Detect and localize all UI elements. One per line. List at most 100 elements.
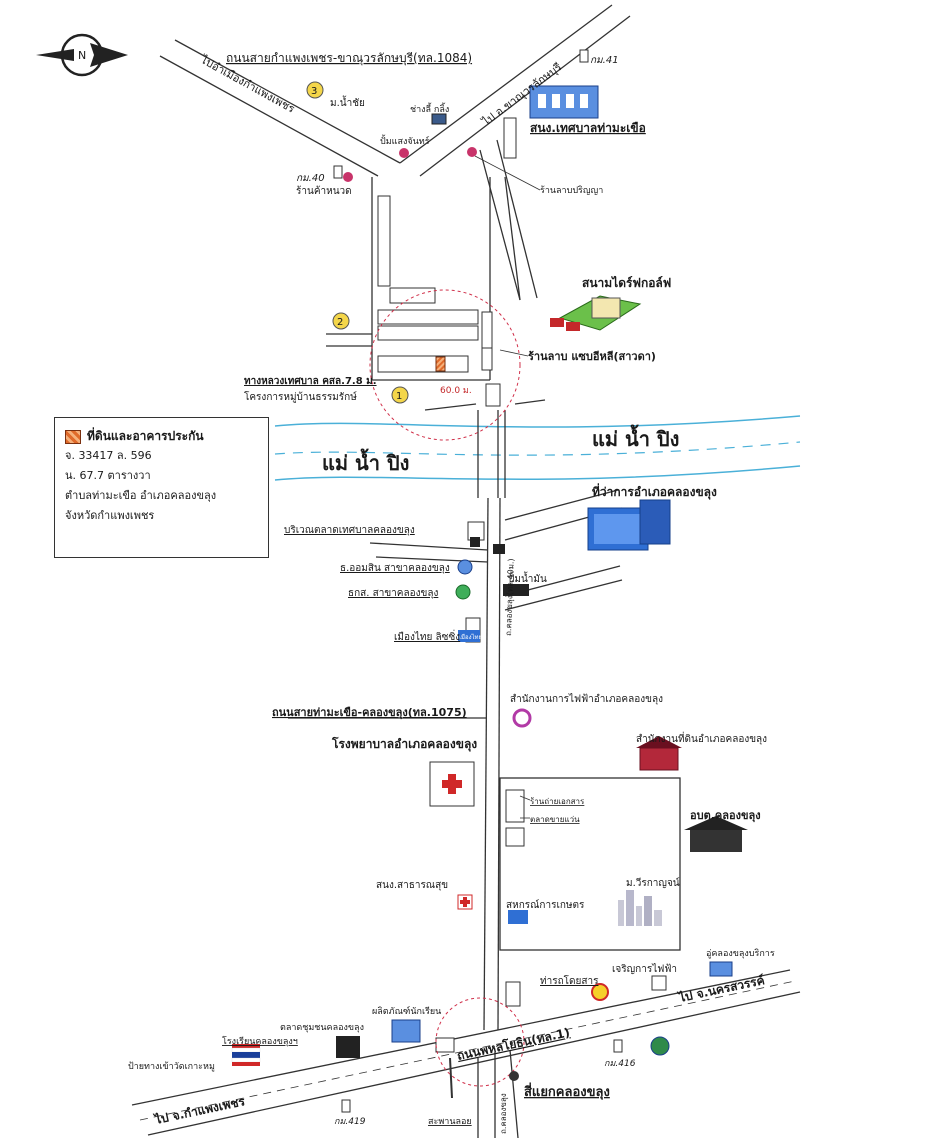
highway-1-lower	[147, 991, 801, 1136]
land-office-icon	[636, 736, 682, 771]
university-skyline-icon	[618, 890, 662, 926]
road-1084-right-lower	[419, 15, 631, 177]
legend-location: ตำบลท่ามะเขือ อำเภอคลองขลุง	[65, 489, 217, 502]
radius-circle-junction	[435, 997, 525, 1087]
road-branch-right	[496, 139, 538, 299]
legend-deed: จ. 33417 ล. 596	[65, 449, 152, 462]
svg-text:2: 2	[337, 317, 343, 328]
label-pea: สำนักงานการไฟฟ้าอำเภอคลองขลุง	[510, 693, 663, 705]
road-1084-left-lower	[159, 55, 379, 177]
label-ran-lap-prinya: ร้านลาบปริญญา	[540, 185, 603, 196]
label-district-office: ที่ว่าการอำเภอคลองขลุง	[592, 483, 717, 500]
label-km416: กม.416	[604, 1059, 636, 1069]
road-network	[131, 4, 801, 1138]
road-market-a	[369, 542, 489, 551]
main-road-south-left	[483, 497, 489, 1031]
hospital-icon	[429, 761, 475, 807]
inner-road	[504, 176, 521, 301]
pin-icon	[509, 1071, 519, 1081]
pin-icon	[343, 172, 353, 182]
road-branch-left	[479, 149, 521, 301]
label-river-left: แม่ น้ำ ปิง	[322, 448, 409, 475]
green-logo-icon	[650, 1036, 670, 1056]
label-temple-sign: ป้ายทางเข้าวัดเกาะหมู	[128, 1061, 215, 1072]
bank-icon	[455, 584, 471, 600]
label-m-nam-chai: ม.น้ำชัย	[330, 95, 365, 109]
shop-block	[505, 827, 525, 847]
electric-shop-icon	[651, 975, 667, 991]
label-sao: อบต.คลองขลุง	[690, 809, 761, 823]
main-road-south-right	[497, 497, 501, 1031]
label-service-center: อู่คลองขลุงบริการ	[706, 948, 775, 959]
label-students-product: ผลิตภัณฑ์นักเรียน	[372, 1005, 441, 1017]
label-school: โรงเรียนคลองขลุงฯ	[222, 1036, 298, 1047]
bank-icon	[457, 559, 473, 575]
legend-box: ที่ดินและอาคารประกัน จ. 33417 ล. 596 น. …	[54, 417, 269, 558]
sao-building-icon	[684, 816, 748, 852]
label-km40: กม.40	[296, 173, 325, 184]
label-phahon-yothin: ถนนพหลโยธิน(ทล.1)	[456, 1024, 572, 1063]
road-market-b	[375, 556, 489, 563]
label-municipal-market: บริเวณตลาดเทศบาลคลองขลุง	[284, 525, 415, 536]
label-health-office: สนง.สาธารณสุข	[376, 880, 448, 891]
label-road-1075: ถนนสายท่ามะเขือ-คลองขลุง(ทล.1075)	[272, 706, 467, 720]
shell-logo-icon	[591, 983, 609, 1001]
leader-lines	[474, 155, 541, 819]
town-blocks	[377, 195, 525, 1053]
label-distance: 60.0 ม.	[440, 386, 472, 396]
golf-course-icon	[550, 295, 642, 331]
block-a	[389, 287, 436, 304]
label-south-stub-road: ถ.คลองขลุง	[499, 1093, 508, 1134]
municipality-building-icon	[529, 85, 599, 119]
label-to-nakhon-sawan: ไป จ.นครสวรรค์	[676, 972, 766, 1005]
road-riverside-north-b	[514, 399, 546, 405]
km-post-icon	[333, 165, 343, 179]
label-junction: สี่แยกคลองขลุง	[524, 1082, 610, 1100]
label-km41: กม.41	[590, 55, 619, 66]
gas-station-sign-icon	[493, 544, 505, 554]
km-post-icon	[613, 1039, 623, 1053]
road-to-district-office-a	[504, 489, 619, 521]
health-office-icon	[457, 894, 473, 910]
student-products-icon	[391, 1019, 421, 1043]
km-post-icon	[341, 1099, 351, 1113]
label-village-project: โครงการหมู่บ้านธรรมรักษ์	[244, 390, 357, 403]
highway-1-upper	[131, 969, 791, 1106]
radius-circle-subject	[369, 289, 521, 441]
svg-text:เมืองไทย: เมืองไทย	[459, 633, 482, 641]
marker-2: 2	[332, 312, 350, 330]
road-1084-right-upper	[399, 4, 613, 164]
label-baac: ธกส. สาขาคลองขลุง	[348, 588, 438, 599]
north-arrow-icon: N	[36, 33, 128, 77]
road-gas-b	[504, 579, 623, 611]
repair-shop-icon	[431, 113, 447, 125]
label-muang-thai: เมืองไทย ลิซซิ่ง	[394, 629, 460, 643]
legend-title-row: ที่ดินและอาคารประกัน	[65, 426, 262, 446]
road-south-stub-east	[509, 1049, 519, 1138]
pea-icon	[512, 708, 532, 728]
market-icon	[470, 537, 480, 547]
label-golf: สนามไดร์ฟกอล์ฟ	[582, 275, 671, 290]
block-c	[377, 325, 479, 341]
north-letter: N	[78, 49, 86, 62]
label-km419: กม.419	[334, 1117, 366, 1127]
label-bank-omsin: ธ.ออมสิน สาขาคลองขลุง	[340, 563, 450, 574]
community-market-icon	[336, 1036, 360, 1058]
road-1084-left-upper	[174, 39, 401, 164]
label-ran-kha-huat: ร้านค้าหนวด	[296, 185, 352, 197]
gas-station-icon	[503, 584, 529, 596]
label-appliance-shop: ตลาดขายแว่น	[530, 815, 580, 824]
legend-province: จังหวัดกำแพงเพชร	[65, 509, 155, 522]
subject-property	[435, 356, 446, 372]
label-khlong-khlung-road: ถ.คลองขลุง(ทล.40ม.)	[504, 558, 516, 636]
coop-icon	[508, 910, 528, 924]
svg-text:1: 1	[396, 391, 402, 402]
block-g	[485, 383, 501, 407]
label-bridge: สะพานลอย	[428, 1117, 472, 1127]
label-community-market: ตลาดชุมชนคลองขลุง	[280, 1023, 364, 1033]
label-municipality-office: สนง.เทศบาลท่ามะเขือ	[530, 121, 646, 135]
label-pun-laeng: ปั้มแสงจันทร์	[380, 134, 430, 147]
label-coop: สหกรณ์การเกษตร	[506, 899, 585, 911]
thai-flag-icon	[231, 1044, 261, 1066]
legend-area: น. 67.7 ตารางวา	[65, 469, 151, 482]
